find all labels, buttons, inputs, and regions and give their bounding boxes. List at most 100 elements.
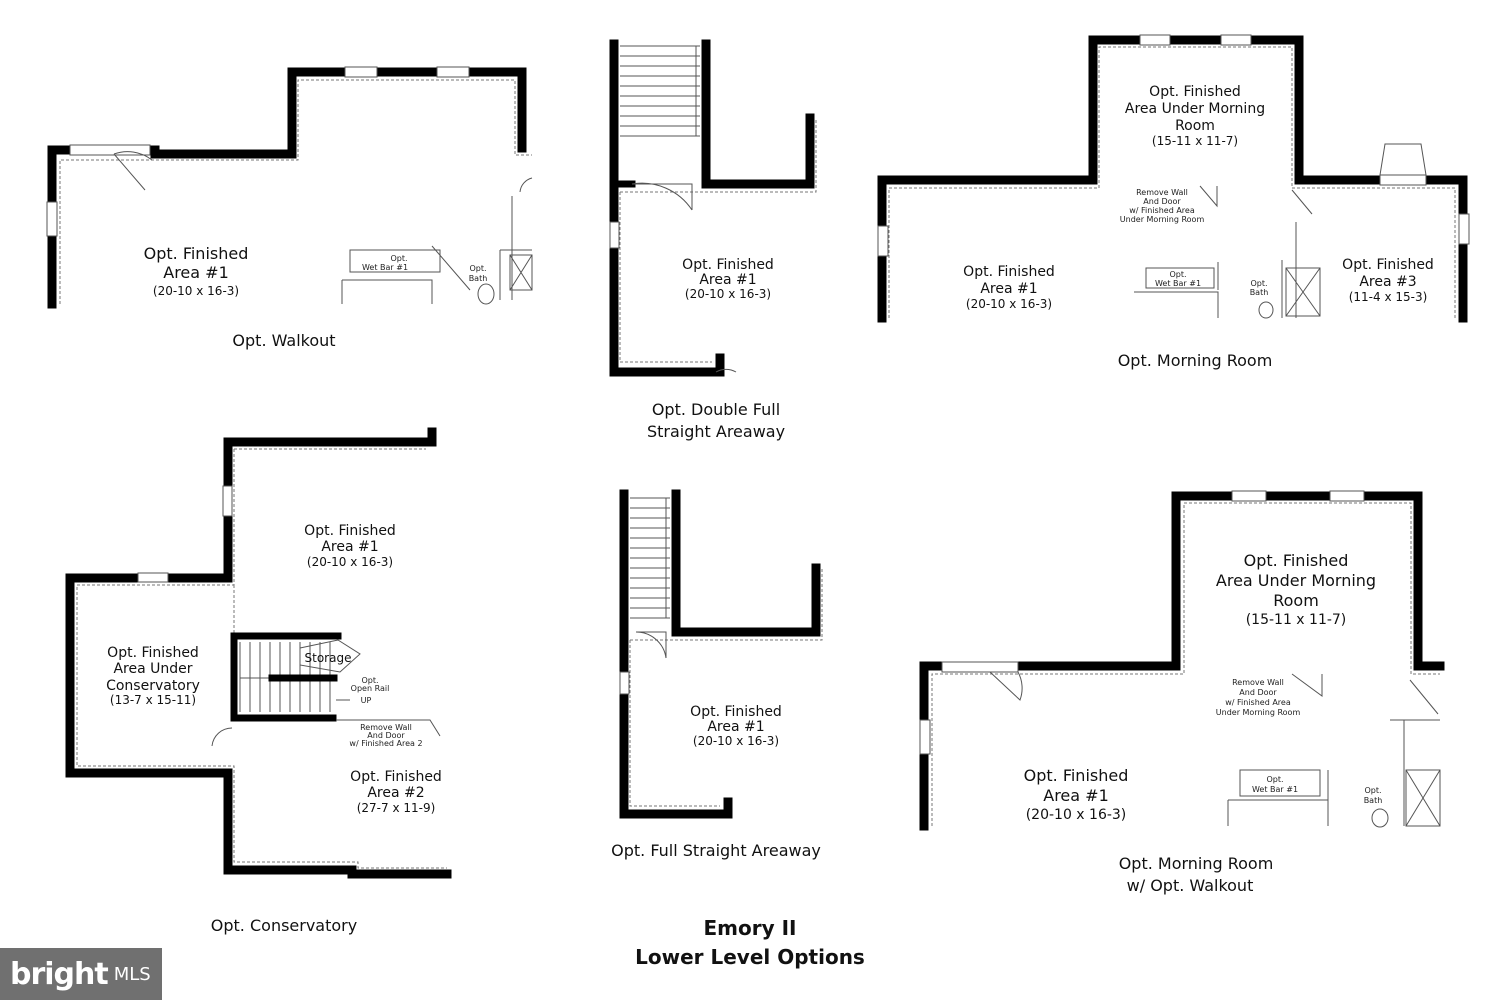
door-swing — [519, 177, 533, 193]
room-label: Area #3 — [1359, 274, 1416, 290]
bath-label: Opt. — [469, 264, 486, 273]
wall-inner-line — [1134, 189, 1313, 318]
wetbar-label: Opt. — [1169, 270, 1186, 279]
window — [46, 201, 58, 237]
wall — [47, 145, 160, 309]
bright-mls-watermark: bright MLS — [0, 948, 162, 1000]
wall-inner-line — [931, 502, 1440, 826]
wetbar-label: Wet Bar #1 — [362, 263, 408, 272]
plan-double-areaway: Opt. Finished Area #1 (20-10 x 16-3) Opt… — [609, 39, 817, 441]
watermark-word: bright — [10, 956, 109, 992]
room-dimensions: (13-7 x 15-11) — [110, 693, 196, 707]
window — [1379, 174, 1427, 186]
wetbar-label: Wet Bar #1 — [1252, 785, 1298, 794]
window — [1231, 490, 1267, 502]
room-label: Conservatory — [106, 678, 200, 694]
wall — [150, 67, 527, 159]
shower — [1285, 267, 1321, 317]
remove-wall-note: w/ Finished Area 2 — [349, 739, 422, 748]
room-label: Area Under — [113, 661, 192, 677]
room-dimensions: (20-10 x 16-3) — [307, 555, 393, 569]
room-label: Area #2 — [367, 785, 424, 801]
window — [137, 572, 169, 583]
plan-caption: Opt. Full Straight Areaway — [611, 841, 821, 860]
room-dimensions: (20-10 x 16-3) — [693, 734, 779, 748]
remove-wall-note: w/ Finished Area — [1129, 206, 1195, 215]
bath-label: Opt. — [1250, 279, 1267, 288]
wetbar-label: Opt. — [390, 254, 407, 263]
bath-label: Bath — [469, 274, 488, 283]
remove-wall-note: Remove Wall — [1136, 188, 1188, 197]
wetbar-counter — [1145, 267, 1215, 289]
room-label: Opt. Finished — [1244, 551, 1349, 570]
room-dimensions: (15-11 x 11-7) — [1152, 134, 1238, 148]
door-swing — [1199, 185, 1218, 208]
plan-full-areaway: Opt. Finished Area #1 (20-10 x 16-3) Opt… — [611, 489, 823, 860]
stair — [630, 497, 670, 619]
wall-inner-line — [629, 568, 823, 807]
door-swing — [635, 631, 667, 659]
plan-conservatory: Opt. Finished Area #1 (20-10 x 16-3) Opt… — [65, 427, 452, 935]
door-swing — [113, 151, 153, 191]
wall-inner-line — [341, 196, 532, 304]
storage-label: Storage — [305, 651, 352, 665]
wall — [65, 427, 452, 879]
room-label: Opt. Finished — [963, 264, 1055, 280]
wetbar-counter — [1239, 769, 1321, 797]
room-label: Area #1 — [163, 263, 229, 282]
remove-wall-note: And Door — [1143, 197, 1181, 206]
wall-inner-line — [1227, 679, 1440, 826]
plan-caption: Opt. Morning Room — [1118, 351, 1273, 370]
wall — [609, 39, 725, 377]
door-swing — [211, 727, 233, 747]
window — [919, 719, 931, 755]
room-dimensions: (20-10 x 16-3) — [966, 297, 1052, 311]
window — [222, 485, 233, 517]
door-slider — [941, 661, 1019, 673]
room-label: Area Under Morning — [1216, 571, 1376, 590]
bay-window — [1379, 143, 1427, 176]
stair-up-label: UP — [361, 696, 372, 705]
window — [344, 66, 378, 78]
room-label: Opt. Finished — [304, 523, 396, 539]
wall-inner-line — [619, 118, 817, 363]
watermark-suffix: MLS — [113, 963, 151, 985]
remove-wall-note: Under Morning Room — [1120, 215, 1205, 224]
plan-caption: Opt. Double Full — [652, 400, 780, 419]
room-label: Area #1 — [321, 539, 378, 555]
wall-inner-line — [59, 79, 532, 304]
window — [436, 66, 470, 78]
wall — [877, 35, 1468, 323]
wetbar-counter — [349, 249, 441, 273]
room-label: Opt. Finished — [350, 769, 442, 785]
wetbar-label: Opt. — [1266, 775, 1283, 784]
wall — [671, 489, 821, 637]
wall-inner-line — [888, 46, 1456, 318]
toilet — [1258, 301, 1274, 319]
room-label: Area #1 — [980, 281, 1037, 297]
room-dimensions: (27-7 x 11-9) — [357, 801, 436, 815]
remove-wall-note: Remove Wall — [1232, 678, 1284, 687]
plan-caption: w/ Opt. Walkout — [1127, 876, 1254, 895]
plan-caption: Opt. Walkout — [232, 331, 335, 350]
room-label: Opt. Finished — [1149, 84, 1241, 100]
sheet-title: Emory II — [704, 916, 797, 940]
shower — [1405, 769, 1441, 827]
room-label: Area #1 — [1043, 786, 1109, 805]
open-rail-label: Open Rail — [351, 684, 390, 693]
room-label: Opt. Finished — [107, 645, 199, 661]
window — [877, 225, 889, 257]
remove-wall-note: Remove Wall — [360, 723, 412, 732]
room-label: Area Under Morning — [1125, 101, 1265, 117]
wall-inner-line — [76, 448, 447, 869]
wall — [701, 39, 815, 189]
room-label: Opt. Finished — [1024, 766, 1129, 785]
wall — [230, 632, 342, 722]
window — [619, 671, 630, 695]
room-label: Room — [1175, 118, 1215, 134]
remove-wall-note: And Door — [1239, 688, 1277, 697]
room-label: Room — [1273, 591, 1319, 610]
remove-wall-note: And Door — [367, 731, 405, 740]
bath-label: Opt. — [1364, 786, 1381, 795]
plan-morning-walkout: Opt. Finished Area Under Morning Room (1… — [919, 490, 1445, 895]
